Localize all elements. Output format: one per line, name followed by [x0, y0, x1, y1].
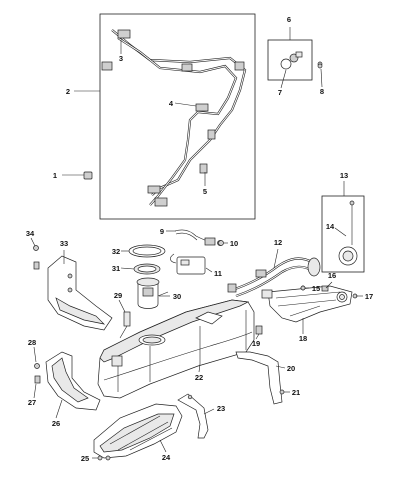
- callout-4: 4: [169, 99, 174, 108]
- callout-24: 24: [162, 453, 171, 462]
- callout-16: 16: [328, 271, 336, 280]
- strap-20: [235, 351, 285, 405]
- bolt-21: [279, 389, 285, 395]
- callout-15: 15: [312, 284, 320, 293]
- heat-shield-33: [47, 255, 113, 331]
- callout-33: 33: [60, 239, 68, 248]
- sensor-29: [123, 311, 131, 327]
- callout-labels: 1 2 3 4 5 6 7 8 9 10 11 12 13 14 15 16 1…: [26, 15, 373, 463]
- fuel-pump-module-parts: [119, 229, 223, 339]
- callout-25: 25: [81, 454, 89, 463]
- filler-bracket-18: [261, 285, 358, 323]
- callout-34: 34: [26, 229, 35, 238]
- callout-21: 21: [292, 388, 300, 397]
- callout-26: 26: [52, 419, 60, 428]
- leader-lines: [30, 27, 363, 459]
- callout-13: 13: [340, 171, 348, 180]
- line-connector: [117, 29, 131, 39]
- line-connector: [101, 61, 113, 71]
- filler-tube-12: [227, 257, 321, 298]
- line-connector: [195, 103, 209, 112]
- callout-17: 17: [365, 292, 373, 301]
- callout-1: 1: [53, 171, 57, 180]
- part-6-box: [267, 39, 323, 81]
- callout-30: 30: [173, 292, 181, 301]
- callout-18: 18: [299, 334, 307, 343]
- callout-14: 14: [326, 222, 335, 231]
- clip-16: [321, 285, 329, 292]
- line-connector: [234, 61, 245, 71]
- callout-6: 6: [287, 15, 291, 24]
- callout-9: 9: [160, 227, 164, 236]
- callout-27: 27: [28, 398, 36, 407]
- heat-shield-26: [45, 351, 101, 411]
- callout-19: 19: [252, 339, 260, 348]
- callout-20: 20: [287, 364, 295, 373]
- part-13-box: [321, 195, 365, 273]
- callout-29: 29: [114, 291, 122, 300]
- line-connector: [147, 185, 161, 194]
- fuel-tank-22: [97, 299, 255, 399]
- o-ring-7: [280, 58, 292, 70]
- callout-3: 3: [119, 54, 123, 63]
- callout-22: 22: [195, 373, 203, 382]
- skid-plate-24: [93, 403, 183, 459]
- callout-8: 8: [320, 87, 324, 96]
- callout-2: 2: [66, 87, 70, 96]
- line-connector: [199, 163, 208, 174]
- fuel-line-box: [99, 13, 256, 220]
- callout-31: 31: [112, 264, 120, 273]
- callout-23: 23: [217, 404, 225, 413]
- line-connector: [181, 63, 193, 72]
- callout-12: 12: [274, 238, 282, 247]
- callout-5: 5: [203, 187, 207, 196]
- callout-32: 32: [112, 247, 120, 256]
- callout-7: 7: [278, 88, 282, 97]
- control-module-11: [176, 256, 206, 275]
- callout-28: 28: [28, 338, 36, 347]
- line-connector: [207, 129, 216, 140]
- callout-11: 11: [214, 269, 222, 278]
- callout-10: 10: [230, 239, 238, 248]
- strap-23: [177, 393, 209, 439]
- line-connector: [154, 197, 168, 207]
- fuel-line-assembly: [99, 13, 256, 220]
